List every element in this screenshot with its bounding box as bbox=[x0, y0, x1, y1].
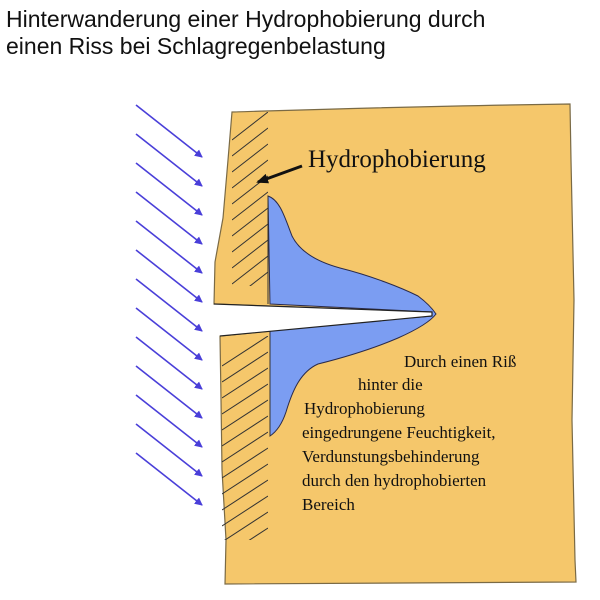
description-line-7: Bereich bbox=[302, 495, 355, 514]
rain-arrow-icon bbox=[135, 452, 203, 506]
hydrophobic-layer-upper bbox=[232, 112, 268, 286]
wall-shape bbox=[213, 103, 577, 585]
rain-arrow-icon bbox=[135, 249, 203, 303]
description-line-5: Verdunstungsbehinderung bbox=[302, 447, 480, 466]
rain-arrow-icon bbox=[135, 162, 203, 216]
hydrophobic-layer-lower bbox=[222, 336, 268, 540]
title-line-2: einen Riss bei Schlagregenbelastung bbox=[6, 33, 386, 59]
rain-arrows bbox=[135, 104, 203, 506]
moisture-region bbox=[267, 195, 437, 437]
rain-arrow-icon bbox=[135, 278, 203, 332]
pointer-arrow-icon bbox=[256, 164, 303, 184]
title-line-1: Hinterwanderung einer Hydrophobierung du… bbox=[6, 6, 486, 32]
rain-arrow-icon bbox=[135, 365, 203, 419]
description-line-4: eingedrungene Feuchtigkeit, bbox=[302, 423, 496, 442]
description-line-3: Hydrophobierung bbox=[304, 399, 425, 418]
description-line-2: hinter die bbox=[358, 375, 423, 394]
hydrophobierung-label: Hydrophobierung bbox=[308, 146, 486, 173]
crack bbox=[213, 303, 433, 337]
description-line-1: Durch einen Riß bbox=[404, 352, 517, 371]
rain-arrow-icon bbox=[135, 191, 203, 245]
rain-arrow-icon bbox=[135, 133, 203, 187]
rain-arrow-icon bbox=[135, 307, 203, 361]
rain-arrow-icon bbox=[135, 336, 203, 390]
rain-arrow-icon bbox=[135, 220, 203, 274]
rain-arrow-icon bbox=[135, 394, 203, 448]
rain-arrow-icon bbox=[135, 423, 203, 477]
description-line-6: durch den hydrophobierten bbox=[302, 471, 487, 490]
page-title: Hinterwanderung einer Hydrophobierung du… bbox=[6, 6, 596, 60]
rain-arrow-icon bbox=[135, 104, 203, 158]
